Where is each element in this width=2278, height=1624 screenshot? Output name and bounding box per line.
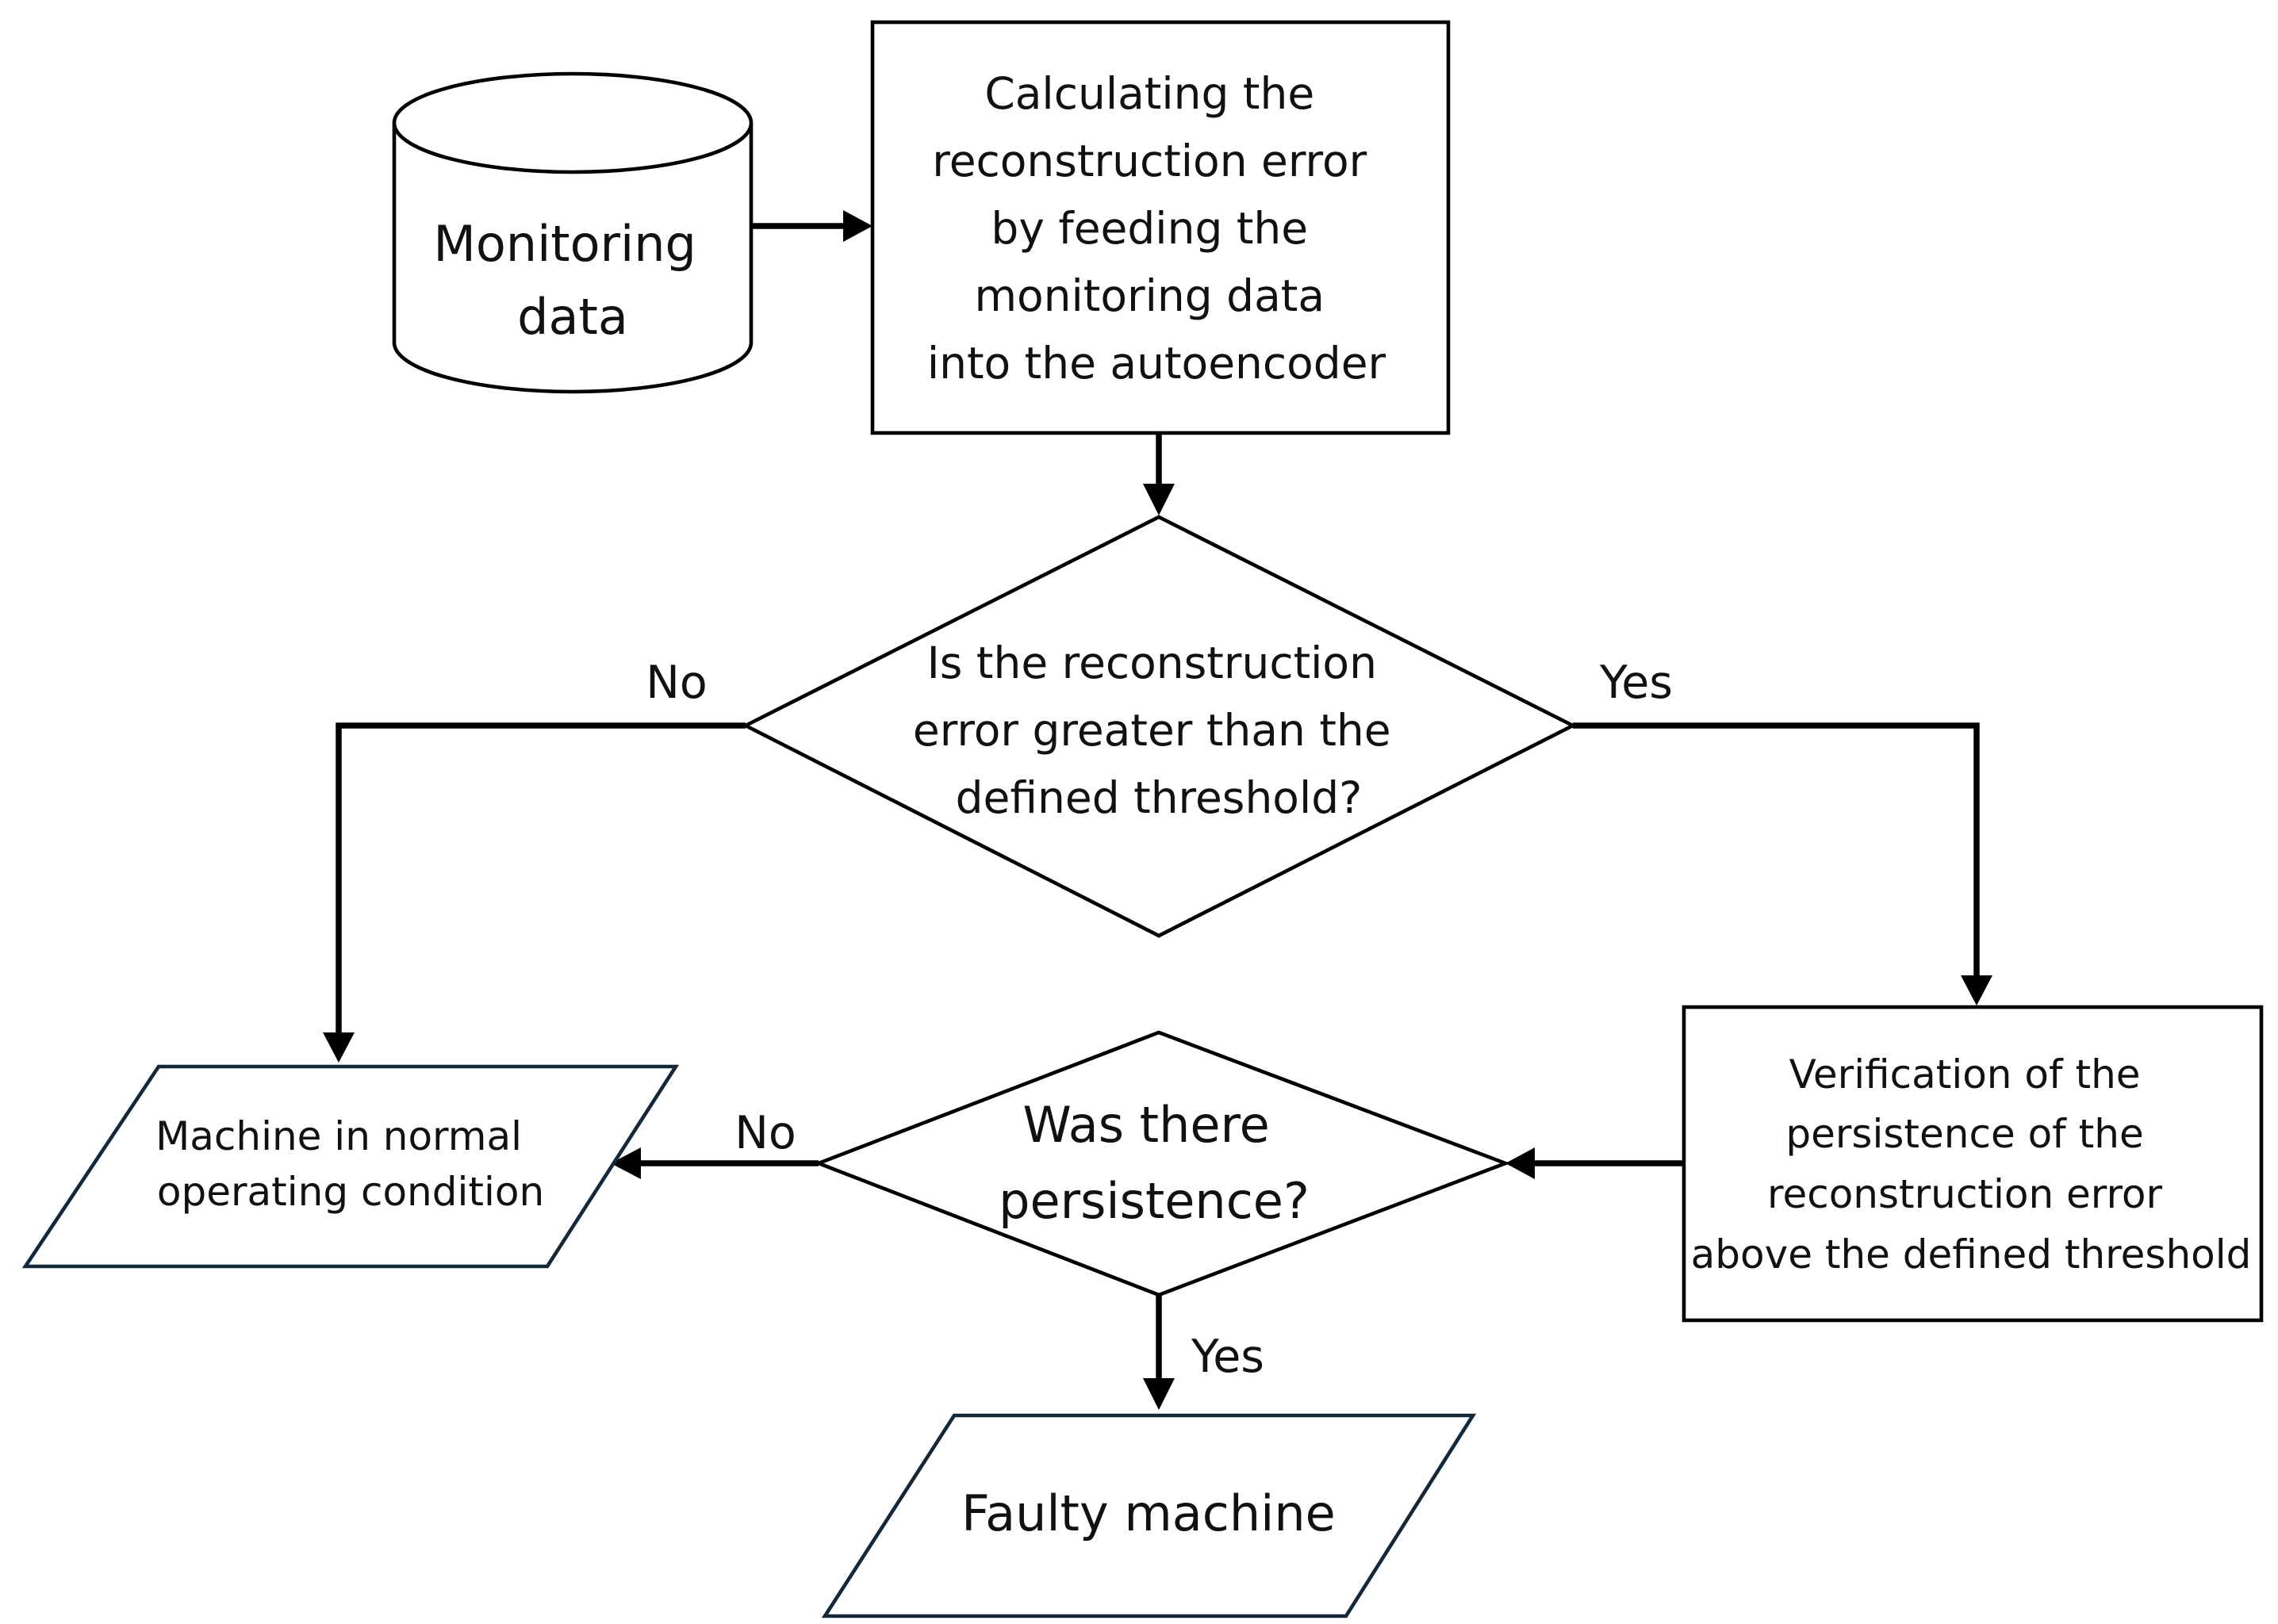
svg-text:Machine in normal operat: Machine in normal operating condition: [155, 1113, 544, 1215]
threshold-question-line: defined threshold?: [956, 772, 1363, 823]
calc-error-line: monitoring data: [974, 270, 1325, 321]
monitoring-data-database: Monitoring data: [392, 71, 754, 394]
svg-text:Calculating the reconstr: Calculating the reconstruction error by …: [927, 68, 1386, 389]
threshold-question-line: Is the reconstruction: [927, 638, 1377, 688]
persistence-no-label: No: [734, 1107, 796, 1159]
verification-process: Verification of the persistence of the r…: [1682, 1005, 2264, 1323]
verification-line: above the defined threshold: [1691, 1231, 2252, 1277]
svg-text:Verification of the pers: Verification of the persistence of the r…: [1691, 1051, 2252, 1277]
calc-error-line: by feeding the: [991, 203, 1308, 254]
persistence-yes-label: Yes: [1191, 1331, 1264, 1383]
verification-line: reconstruction error: [1767, 1171, 2163, 1217]
threshold-yes-label: Yes: [1599, 657, 1673, 709]
threshold-decision: Is the reconstruction error greater than…: [741, 515, 1578, 938]
normal-output-line: Machine in normal: [155, 1113, 522, 1159]
monitoring-data-line: Monitoring: [433, 215, 696, 273]
normal-output-line: operating condition: [157, 1169, 544, 1215]
svg-text:Faulty machine: Faulty machine: [961, 1484, 1336, 1542]
calc-error-line: Calculating the: [984, 68, 1314, 119]
edge-decision-no-to-normal: [323, 722, 746, 1063]
normal-condition-output: Machine in normal operating condition: [21, 1064, 680, 1269]
edge-decision-yes-to-verification: [1573, 722, 1992, 1005]
verification-line: persistence of the: [1785, 1111, 2143, 1157]
persistence-question-line: persistence?: [999, 1172, 1310, 1230]
verification-line: Verification of the: [1789, 1051, 2141, 1097]
svg-text:Is the reconstruction er: Is the reconstruction error greater than…: [913, 638, 1405, 823]
edge-persistence-yes-to-faulty: [1143, 1295, 1175, 1410]
svg-text:Monitoring data: Monitoring data: [433, 215, 711, 346]
calc-error-line: reconstruction error: [932, 136, 1367, 186]
threshold-no-label: No: [646, 657, 708, 709]
persistence-decision: Was there persistence?: [813, 1030, 1511, 1297]
svg-text:Was there persistence?: Was there persistence?: [999, 1096, 1310, 1230]
calc-reconstruction-error-process: Calculating the reconstruction error by …: [870, 20, 1451, 435]
edge-calc-to-decision: [1143, 433, 1175, 515]
threshold-question-line: error greater than the: [913, 705, 1391, 756]
faulty-output-line: Faulty machine: [961, 1484, 1336, 1542]
edge-verification-to-persistence: [1505, 1147, 1684, 1179]
monitoring-data-line: data: [517, 288, 628, 346]
edge-data-to-calc: [751, 210, 872, 242]
faulty-machine-output: Faulty machine: [821, 1413, 1477, 1618]
edge-persistence-no-to-normal: [611, 1147, 819, 1179]
persistence-question-line: Was there: [1022, 1096, 1269, 1154]
calc-error-line: into the autoencoder: [927, 338, 1386, 389]
